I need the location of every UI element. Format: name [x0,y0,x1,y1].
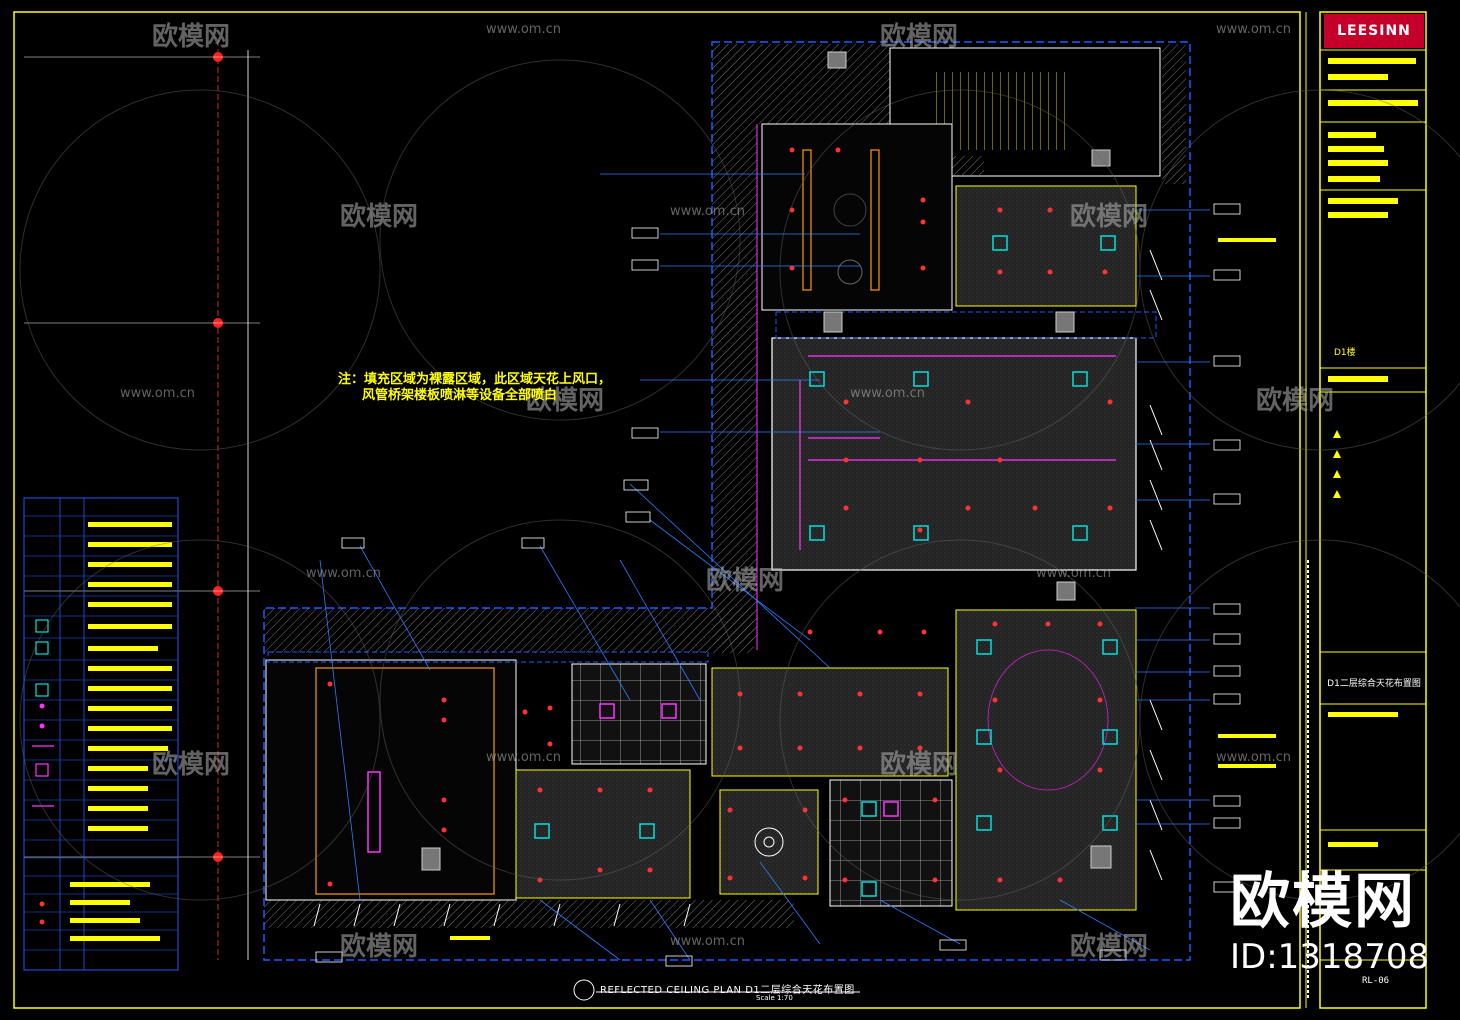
legend-table [23,497,179,971]
title-block-floor: D1楼 [1334,348,1356,358]
drawing-border-outer [13,11,1301,1009]
watermark-pattern [19,59,1460,901]
room-grid-b [829,779,953,907]
magenta-fixtures [599,703,899,817]
meeting-table [367,771,381,853]
legend-symbols [32,619,54,925]
room-lower-left [265,659,517,901]
duct-left-run [267,651,709,663]
wall-hatch-right [1162,44,1186,184]
watermark-brand-large: 欧模网 [1230,867,1416,937]
legend-rows [24,515,178,951]
legend-desc-bars [70,522,172,941]
ceiling-dome [754,827,784,857]
title-block-border [1319,11,1427,1009]
stair-well [889,47,1161,177]
title-block-sheet-number: RL-06 [1362,976,1390,986]
room-lower-c [719,789,819,895]
wall-hatch-top [712,44,890,124]
window-mullions [313,249,1163,927]
air-outlets [534,235,1118,897]
grey-diffusers [421,51,1112,871]
room-lower-b [711,667,949,777]
wall-hatch-mid [264,608,754,653]
plan-title-bubble [573,979,595,1001]
light-strip [802,149,812,291]
room-upper-right [955,185,1137,307]
duct-main-hall [775,311,1157,339]
room-lower-a [515,769,691,899]
room-grid-a [571,663,707,765]
leader-lines [319,173,1210,961]
corridor-upper [761,123,953,311]
plan-scale: Scale 1:70 [756,994,793,1002]
title-block-logo: LEESINN [1324,14,1424,48]
plant-symbol [833,193,867,227]
leader-text-bars [450,238,1276,940]
title-block-revisions [1333,430,1341,498]
drawing-note-line1: 注：填充区域为裸露区域，此区域天花上风口， [338,372,612,387]
watermark-id: ID:1318708 [1230,937,1430,977]
title-block-rows [1320,49,1426,961]
ceiling-feature [987,649,1109,791]
plan-title: REFLECTED CEILING PLAN D1二层综合天花布置图 [600,985,855,996]
room-main-hall [771,337,1137,571]
ceiling-dome [763,836,775,848]
room-meeting [315,667,495,895]
drawing-note-line2: 风管桥架楼板喷淋等设备全部喷白 [362,388,558,403]
title-block-sheet-title: D1二层综合天花布置图 [1327,679,1421,689]
wall-hatch-left [712,124,757,644]
wall-hatch-bottom [264,900,794,928]
downlights [327,147,1113,887]
linear-grilles [799,355,1116,550]
plant-symbol [837,259,863,285]
light-strip [870,149,880,291]
leader-tags [315,203,1241,967]
title-block-fill-bars [1328,58,1418,847]
stair-treads [930,72,1070,150]
